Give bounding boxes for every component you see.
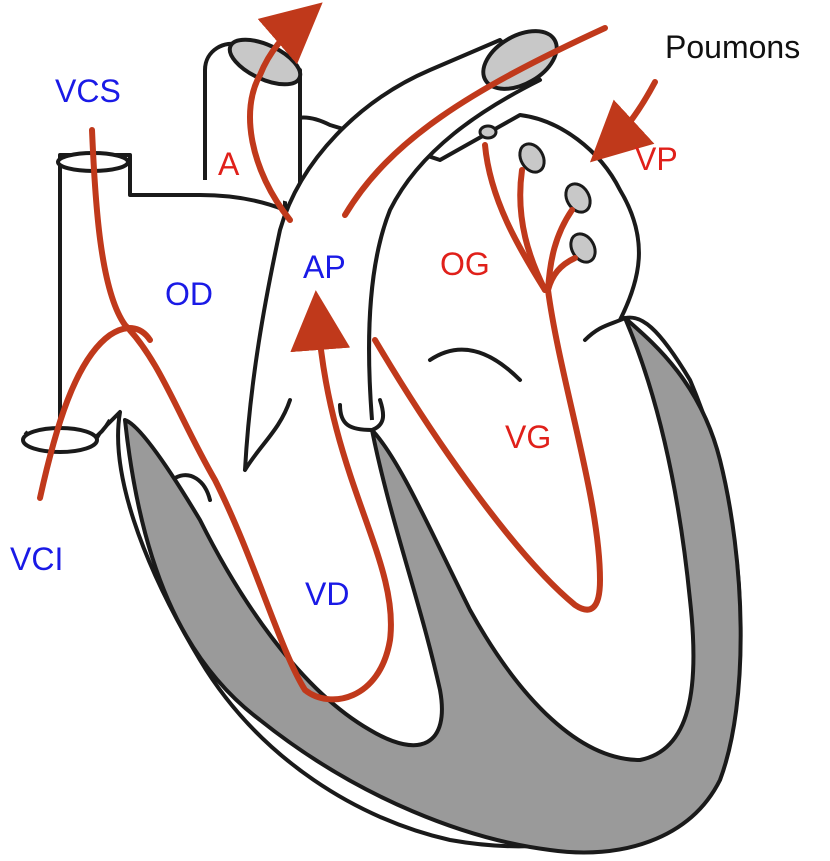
label-vcs: VCS xyxy=(55,73,121,109)
label-od: OD xyxy=(165,276,213,312)
label-a: A xyxy=(218,146,240,182)
label-vg: VG xyxy=(505,419,551,455)
label-vci: VCI xyxy=(10,541,63,577)
label-ap: AP xyxy=(303,249,346,285)
label-poumons: Poumons xyxy=(665,29,800,65)
label-vd: VD xyxy=(305,576,349,612)
label-og: OG xyxy=(440,246,490,282)
label-vp: VP xyxy=(635,141,678,177)
